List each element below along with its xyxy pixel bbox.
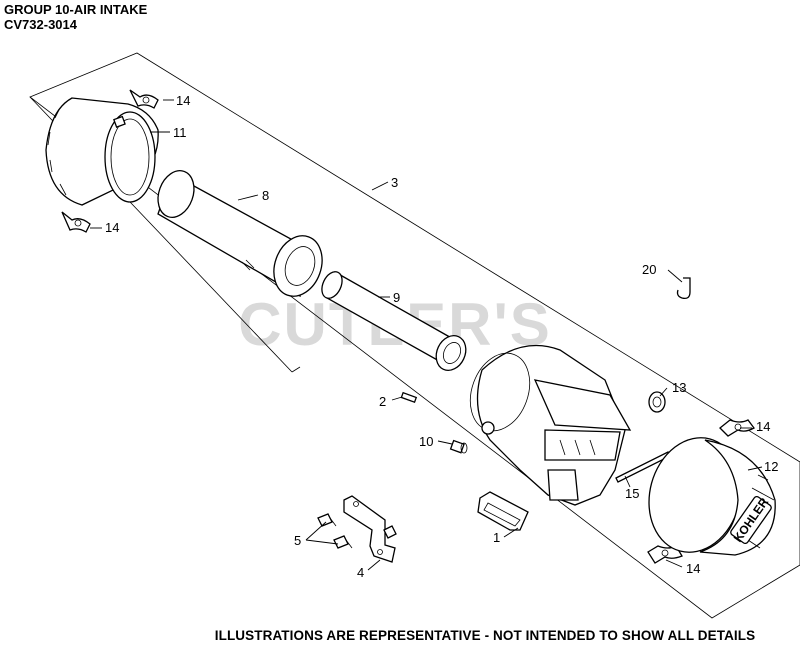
boundary-tick — [291, 366, 301, 373]
leader-4 — [367, 559, 381, 571]
mounting-bracket[interactable] — [343, 495, 396, 563]
callout-9: 9 — [393, 290, 400, 305]
leader-3 — [371, 181, 389, 191]
callout-10: 10 — [419, 434, 433, 449]
inner-safety-element[interactable] — [318, 269, 471, 376]
inlet-gasket[interactable] — [477, 491, 529, 531]
primary-filter-element[interactable] — [152, 166, 330, 303]
callout-14-top-left: 14 — [176, 93, 190, 108]
callout-1: 1 — [493, 530, 500, 545]
spacer-bushing[interactable] — [449, 439, 468, 454]
leader-12 — [747, 466, 763, 471]
air-cleaner-body[interactable] — [460, 344, 632, 506]
callout-14-right-upper: 14 — [756, 419, 770, 434]
disclaimer-footer: ILLUSTRATIONS ARE REPRESENTATIVE - NOT I… — [0, 628, 800, 643]
leader-8 — [237, 194, 259, 201]
callout-4: 4 — [357, 565, 364, 580]
callout-14-bottom-left: 14 — [105, 220, 119, 235]
leader-10 — [437, 440, 453, 445]
engine-model-number: CV732-3014 — [4, 17, 77, 32]
leader-2 — [391, 396, 403, 401]
callout-13: 13 — [672, 380, 686, 395]
disclaimer-text: ILLUSTRATIONS ARE REPRESENTATIVE - NOT I… — [214, 628, 756, 643]
leader-5b — [305, 539, 339, 545]
housing-end-cap[interactable] — [45, 97, 159, 206]
leader-13 — [659, 387, 668, 397]
hose-clamp[interactable] — [676, 277, 691, 300]
grommet[interactable] — [648, 391, 666, 413]
callout-12: 12 — [764, 459, 778, 474]
callout-11: 11 — [173, 125, 187, 140]
leader-1 — [503, 527, 519, 538]
callout-15: 15 — [625, 486, 639, 501]
callout-20: 20 — [642, 262, 656, 277]
leader-14d — [665, 559, 683, 568]
callout-3: 3 — [391, 175, 398, 190]
leader-5a — [305, 521, 327, 541]
clip-right-lower[interactable] — [647, 545, 683, 564]
screw-upper[interactable] — [317, 513, 337, 527]
screw-lower[interactable] — [333, 535, 353, 549]
leader-15 — [624, 475, 631, 488]
callout-5: 5 — [294, 533, 301, 548]
housing-cover[interactable]: KOHLER — [637, 427, 776, 562]
locating-pin[interactable] — [400, 391, 418, 404]
screw-right[interactable] — [383, 525, 397, 539]
leader-20 — [667, 269, 683, 283]
clip-bottom-left[interactable] — [61, 211, 91, 233]
callout-14-right-lower: 14 — [686, 561, 700, 576]
clip-top-left[interactable] — [129, 89, 159, 109]
air-cleaner-assembly-boundary — [29, 52, 800, 619]
callout-8: 8 — [262, 188, 269, 203]
clip-right-upper[interactable] — [719, 419, 755, 437]
callout-2: 2 — [379, 394, 386, 409]
diagram-group-title: GROUP 10-AIR INTAKE — [4, 2, 148, 17]
